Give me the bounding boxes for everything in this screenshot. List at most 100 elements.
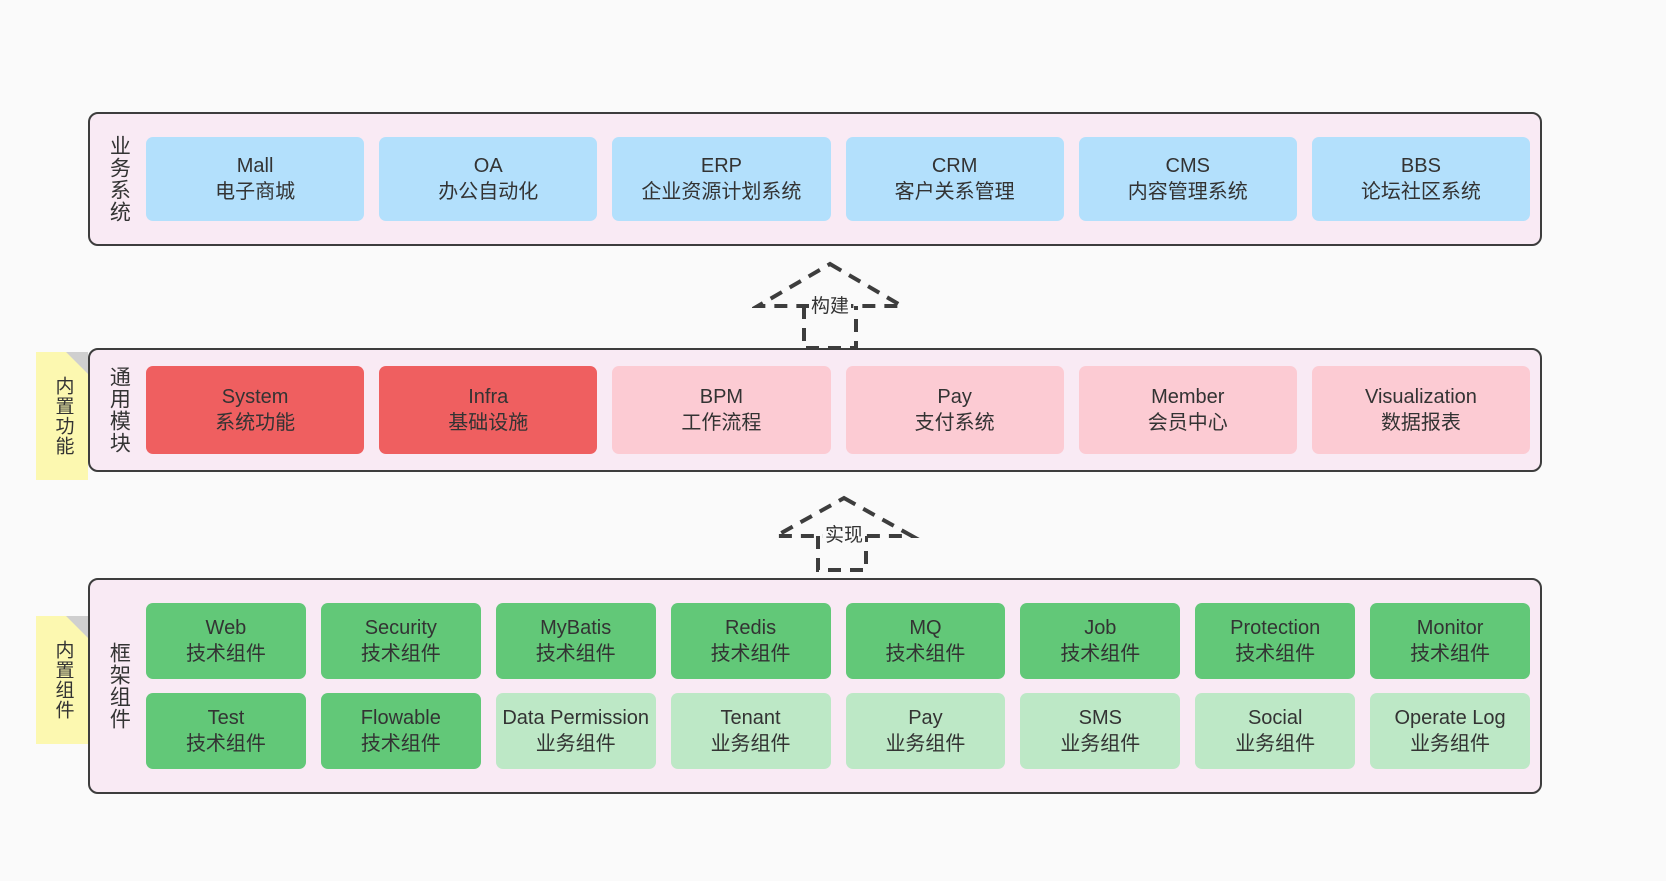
card-security[interactable]: Security 技术组件 [320,603,481,679]
sticky-note-builtin-component: 内置组件 [36,616,88,744]
card-operate-log[interactable]: Operate Log 业务组件 [1370,693,1530,769]
card-mq[interactable]: MQ 技术组件 [845,603,1006,679]
card-subtitle: 企业资源计划系统 [641,181,802,203]
card-title: BPM [699,385,744,408]
card-subtitle: 论坛社区系统 [1360,181,1481,203]
card-subtitle: 办公自动化 [438,181,539,203]
card-subtitle: 电子商城 [215,181,296,203]
card-title: CRM [931,154,978,177]
card-crm[interactable]: CRM 客户关系管理 [845,137,1064,221]
card-bpm[interactable]: BPM 工作流程 [612,366,831,454]
folded-corner-icon [66,616,88,638]
layer-cards-common-modules: System 系统功能 Infra 基础设施 BPM 工作流程 Pay 支付系统… [146,350,1540,470]
card-title: MyBatis [540,616,612,639]
card-subtitle: 业务组件 [710,733,791,755]
card-title: Visualization [1364,385,1477,408]
generalization-arrow-icon [768,495,920,572]
card-job[interactable]: Job 技术组件 [1020,603,1181,679]
card-bbs[interactable]: BBS 论坛社区系统 [1311,137,1531,221]
card-subtitle: 系统功能 [215,412,296,434]
card-title: Flowable [360,706,441,729]
card-subtitle: 技术组件 [185,643,266,665]
card-cms[interactable]: CMS 内容管理系统 [1078,137,1297,221]
sticky-note-builtin-function: 内置功能 [36,352,88,480]
connector-implement: 实现 [766,492,926,572]
card-title: BBS [1400,154,1441,177]
card-subtitle: 技术组件 [185,733,266,755]
card-row: Web 技术组件 Security 技术组件 MyBatis 技术组件 Redi… [146,603,1530,679]
card-subtitle: 基础设施 [448,412,529,434]
card-title: Web [205,616,247,639]
card-title: Infra [468,385,509,408]
layer-title-common-modules: 通用模块 [107,366,131,454]
card-title: CMS [1165,154,1210,177]
card-subtitle: 内容管理系统 [1127,181,1248,203]
card-web[interactable]: Web 技术组件 [146,603,306,679]
card-redis[interactable]: Redis 技术组件 [670,603,831,679]
card-title: System [221,385,289,408]
card-title: Security [364,616,437,639]
layer-common-modules: 通用模块 System 系统功能 Infra 基础设施 BPM 工作流程 Pay… [88,348,1542,472]
card-title: MQ [909,616,942,639]
card-subtitle: 业务组件 [1410,733,1491,755]
card-subtitle: 数据报表 [1380,412,1461,434]
card-subtitle: 业务组件 [1235,733,1316,755]
card-subtitle: 技术组件 [710,643,791,665]
card-subtitle: 技术组件 [885,643,966,665]
connector-build-label: 构建 [809,291,852,318]
card-pay[interactable]: Pay 支付系统 [845,366,1064,454]
connector-build: 构建 [752,258,912,350]
card-title: SMS [1078,706,1122,729]
card-title: Operate Log [1394,706,1506,729]
card-subtitle: 技术组件 [1060,643,1141,665]
layer-cards-framework-components: Web 技术组件 Security 技术组件 MyBatis 技术组件 Redi… [146,580,1540,792]
card-title: Member [1151,385,1225,408]
card-subtitle: 技术组件 [1235,643,1316,665]
card-subtitle: 业务组件 [885,733,966,755]
card-title: Test [207,706,245,729]
card-sms[interactable]: SMS 业务组件 [1020,693,1181,769]
card-test[interactable]: Test 技术组件 [146,693,306,769]
layer-title-framework-components: 框架组件 [107,642,131,730]
card-subtitle: 技术组件 [535,643,616,665]
card-title: Job [1084,616,1117,639]
card-title: Pay [908,706,943,729]
card-erp[interactable]: ERP 企业资源计划系统 [612,137,831,221]
layer-business-systems: 业务系统 Mall 电子商城 OA 办公自动化 ERP 企业资源计划系统 CRM… [88,112,1542,246]
card-member[interactable]: Member 会员中心 [1078,366,1297,454]
card-mall[interactable]: Mall 电子商城 [146,137,365,221]
card-title: Mall [236,154,274,177]
card-subtitle: 会员中心 [1147,412,1228,434]
sticky-note-label: 内置功能 [52,376,74,456]
card-system[interactable]: System 系统功能 [146,366,365,454]
sticky-note-label: 内置组件 [52,640,74,720]
card-infra[interactable]: Infra 基础设施 [379,366,598,454]
card-subtitle: 技术组件 [360,733,441,755]
card-protection[interactable]: Protection 技术组件 [1195,603,1356,679]
card-row: Mall 电子商城 OA 办公自动化 ERP 企业资源计划系统 CRM 客户关系… [146,137,1531,221]
card-title: Protection [1230,616,1321,639]
connector-implement-label: 实现 [823,520,866,547]
layer-title-business-systems: 业务系统 [107,135,131,223]
card-data-permission[interactable]: Data Permission 业务组件 [495,693,656,769]
card-social[interactable]: Social 业务组件 [1195,693,1356,769]
card-tenant[interactable]: Tenant 业务组件 [670,693,831,769]
layer-framework-components: 框架组件 Web 技术组件 Security 技术组件 MyBatis 技术组件… [88,578,1542,794]
card-mybatis[interactable]: MyBatis 技术组件 [495,603,656,679]
card-title: Social [1247,706,1303,729]
card-title: Tenant [720,706,781,729]
folded-corner-icon [66,352,88,374]
card-visualization[interactable]: Visualization 数据报表 [1311,366,1531,454]
card-monitor[interactable]: Monitor 技术组件 [1370,603,1530,679]
card-title: Pay [937,385,972,408]
card-subtitle: 支付系统 [914,412,995,434]
card-row: Test 技术组件 Flowable 技术组件 Data Permission … [146,693,1530,769]
card-subtitle: 工作流程 [681,412,762,434]
card-oa[interactable]: OA 办公自动化 [379,137,598,221]
card-flowable[interactable]: Flowable 技术组件 [320,693,481,769]
card-pay-component[interactable]: Pay 业务组件 [845,693,1006,769]
card-subtitle: 客户关系管理 [894,181,1015,203]
card-title: ERP [700,154,742,177]
card-title: Redis [724,616,777,639]
